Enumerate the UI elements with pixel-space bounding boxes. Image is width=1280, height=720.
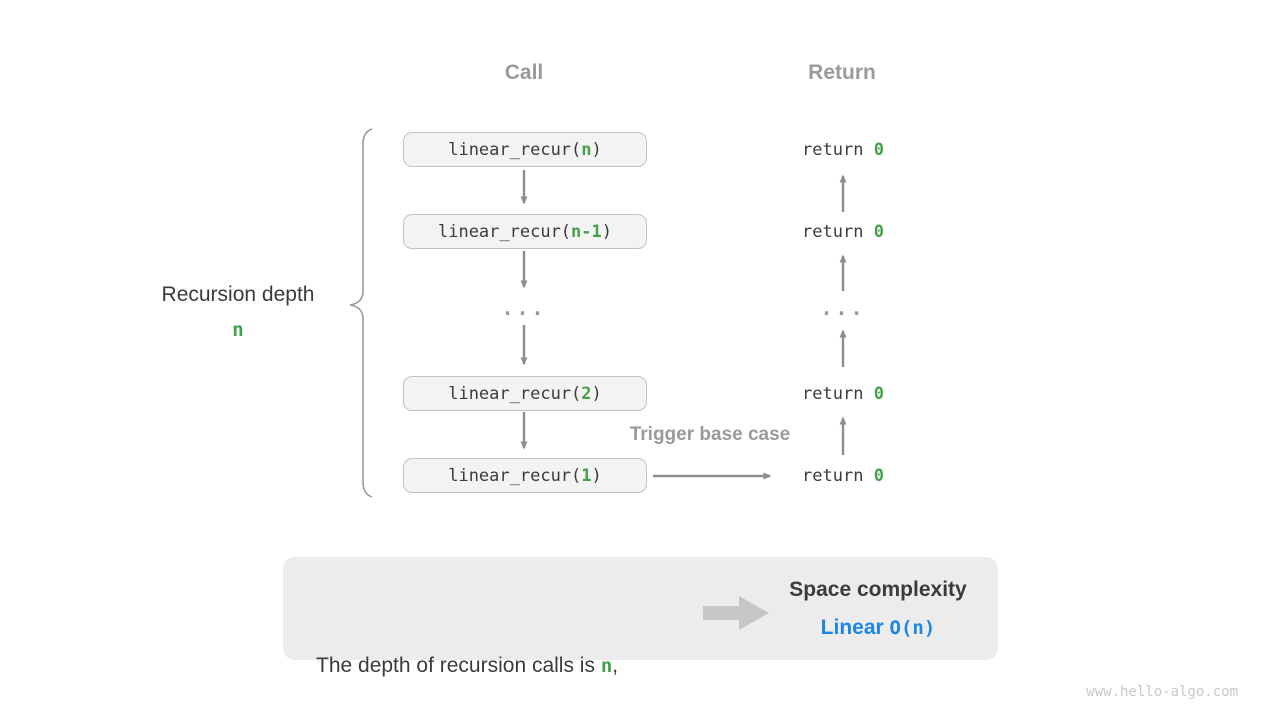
- call-box-n-1: linear_recur(n-1): [403, 214, 647, 249]
- watermark: www.hello-algo.com: [1086, 684, 1238, 700]
- call-box-1-close: ): [591, 465, 602, 486]
- return-value: 0: [873, 465, 884, 486]
- call-box-n-fn: linear_recur(: [448, 139, 582, 160]
- trigger-base-case-text: Trigger base case: [629, 424, 791, 445]
- call-box-2: linear_recur(2): [403, 376, 647, 411]
- return-value: 0: [873, 221, 884, 242]
- summary-line1-n: n: [600, 655, 613, 677]
- return-ellipsis: ...: [813, 296, 873, 320]
- call-box-1-arg: 1: [581, 465, 592, 486]
- summary-line1-post: ,: [612, 654, 619, 677]
- recursion-depth-label: Recursion depth n: [140, 283, 336, 341]
- summary-line-1: The depth of recursion calls is n,: [316, 647, 618, 685]
- return-column-header: Return: [762, 61, 922, 85]
- trigger-base-case-label: Trigger base case: [600, 424, 820, 446]
- return-ellipsis-text: ...: [820, 296, 866, 320]
- call-box-n-1-close: ): [601, 221, 613, 242]
- summary-panel: The depth of recursion calls is n, using…: [283, 557, 998, 677]
- implies-arrow-icon: [703, 596, 769, 630]
- call-box-2-close: ): [591, 383, 602, 404]
- call-column-header: Call: [444, 61, 604, 85]
- space-complexity-word: Linear: [820, 616, 890, 639]
- return-row-4: return 0: [763, 458, 923, 493]
- return-keyword: return: [802, 139, 874, 160]
- return-row-1: return 0: [763, 132, 923, 167]
- return-row-3: return 0: [763, 376, 923, 411]
- recursion-depth-text: Recursion depth: [161, 283, 315, 306]
- return-keyword: return: [802, 465, 874, 486]
- call-box-2-fn: linear_recur(: [448, 383, 582, 404]
- return-keyword: return: [802, 383, 874, 404]
- call-ellipsis: ...: [494, 296, 554, 320]
- call-box-1: linear_recur(1): [403, 458, 647, 493]
- return-keyword: return: [802, 221, 874, 242]
- return-value: 0: [873, 383, 884, 404]
- space-complexity-title: Space complexity: [789, 578, 967, 601]
- space-complexity-close: ): [923, 617, 936, 639]
- call-header-label: Call: [504, 61, 544, 84]
- call-box-n-arg: n: [581, 139, 592, 160]
- summary-left-text: The depth of recursion calls is n, using…: [316, 571, 618, 720]
- call-ellipsis-text: ...: [501, 296, 547, 320]
- call-box-1-fn: linear_recur(: [448, 465, 582, 486]
- recursion-depth-value: n: [232, 319, 244, 341]
- watermark-text: www.hello-algo.com: [1086, 684, 1238, 700]
- return-header-label: Return: [808, 61, 876, 84]
- summary-right-text: Space complexity Linear O(n): [773, 571, 983, 647]
- call-box-n-1-fn: linear_recur(: [437, 221, 572, 242]
- call-box-n: linear_recur(n): [403, 132, 647, 167]
- return-value: 0: [873, 139, 884, 160]
- space-complexity-n: n: [912, 617, 924, 639]
- return-row-2: return 0: [763, 214, 923, 249]
- space-complexity-value: Linear O(n): [773, 609, 983, 647]
- call-box-n-1-arg: n-1: [571, 221, 602, 242]
- call-box-n-close: ): [591, 139, 602, 160]
- call-box-2-arg: 2: [581, 383, 592, 404]
- recursion-depth-brace: [349, 128, 373, 498]
- space-complexity-open: O(: [889, 617, 913, 639]
- summary-line1-pre: The depth of recursion calls is: [316, 654, 601, 677]
